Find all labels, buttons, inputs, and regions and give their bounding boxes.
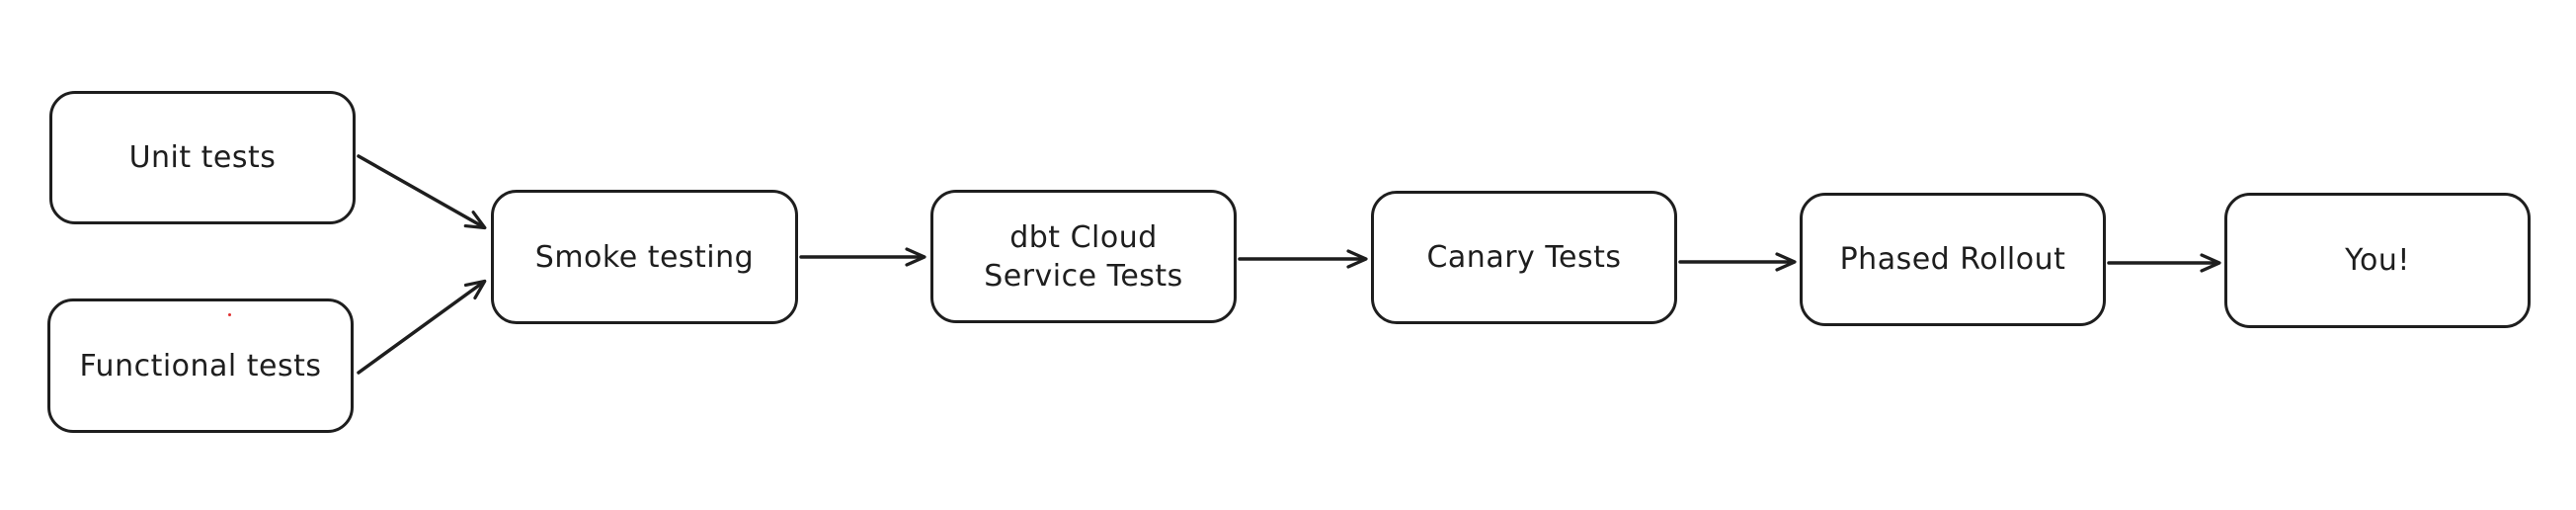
node-canary-tests: Canary Tests	[1371, 191, 1677, 324]
node-unit-tests: Unit tests	[49, 91, 356, 224]
arrow-functional-tests-to-smoke-testing	[357, 279, 487, 375]
node-functional-tests-label: Functional tests	[79, 348, 322, 383]
stray-red-dot	[228, 313, 231, 316]
node-functional-tests: Functional tests	[47, 298, 354, 433]
node-phased-rollout: Phased Rollout	[1800, 193, 2106, 326]
node-you: You!	[2224, 193, 2531, 328]
node-you-label: You!	[2345, 243, 2410, 278]
node-canary-tests-label: Canary Tests	[1426, 240, 1622, 275]
node-smoke-testing-label: Smoke testing	[534, 239, 755, 275]
node-unit-tests-label: Unit tests	[128, 140, 277, 175]
node-dbt-cloud-service-tests: dbt Cloud Service Tests	[930, 190, 1237, 323]
node-phased-rollout-label: Phased Rollout	[1839, 242, 2066, 277]
arrow-unit-tests-to-smoke-testing	[357, 154, 487, 230]
node-smoke-testing: Smoke testing	[491, 190, 798, 324]
node-dbt-cloud-service-tests-label: dbt Cloud Service Tests	[984, 219, 1183, 294]
